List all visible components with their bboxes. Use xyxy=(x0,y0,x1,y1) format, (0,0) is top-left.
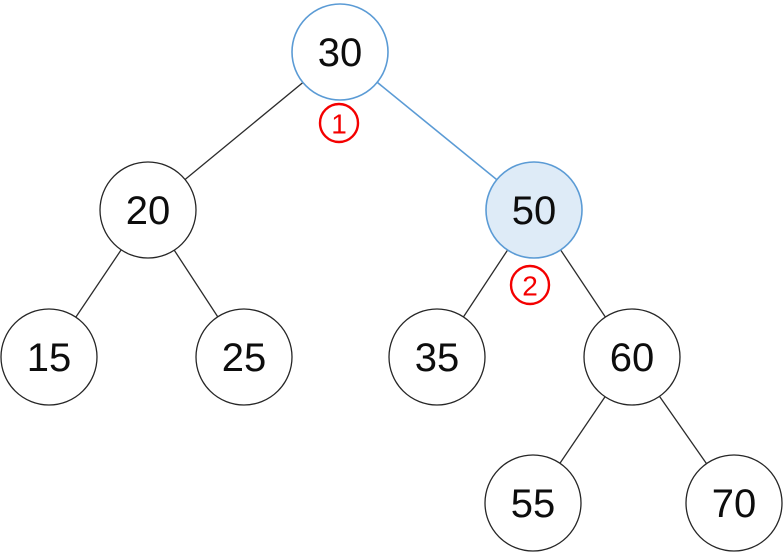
tree-node-30: 30 xyxy=(291,3,389,101)
node-55-value: 55 xyxy=(511,482,556,526)
node-15-circle xyxy=(0,308,98,406)
node-20-value: 20 xyxy=(126,189,171,233)
tree-node-35: 35 xyxy=(388,308,486,406)
step-marker-2: 2 xyxy=(509,264,551,306)
node-20-circle xyxy=(99,161,197,259)
node-35-value: 35 xyxy=(415,336,460,380)
step-marker-1: 1 xyxy=(318,102,360,144)
node-25-circle xyxy=(195,308,293,406)
node-30-circle xyxy=(291,3,389,101)
node-35-circle xyxy=(388,308,486,406)
node-60-circle xyxy=(583,308,681,406)
node-30-value: 30 xyxy=(318,31,363,75)
tree-node-50: 50 xyxy=(485,161,583,259)
step-2-number: 2 xyxy=(522,271,538,302)
node-60-value: 60 xyxy=(610,336,655,380)
tree-node-25: 25 xyxy=(195,308,293,406)
node-50-circle xyxy=(485,161,583,259)
tree-node-20: 20 xyxy=(99,161,197,259)
tree-node-55: 55 xyxy=(484,454,582,552)
node-15-value: 15 xyxy=(27,336,72,380)
node-55-circle xyxy=(484,454,582,552)
node-50-value: 50 xyxy=(512,189,557,233)
tree-node-15: 15 xyxy=(0,308,98,406)
step-1-circle xyxy=(318,102,360,144)
node-70-circle xyxy=(685,454,783,552)
node-25-value: 25 xyxy=(222,336,267,380)
tree-node-60: 60 xyxy=(583,308,681,406)
node-70-value: 70 xyxy=(712,482,757,526)
step-2-circle xyxy=(509,264,551,306)
step-1-number: 1 xyxy=(331,109,347,140)
tree-node-70: 70 xyxy=(685,454,783,552)
